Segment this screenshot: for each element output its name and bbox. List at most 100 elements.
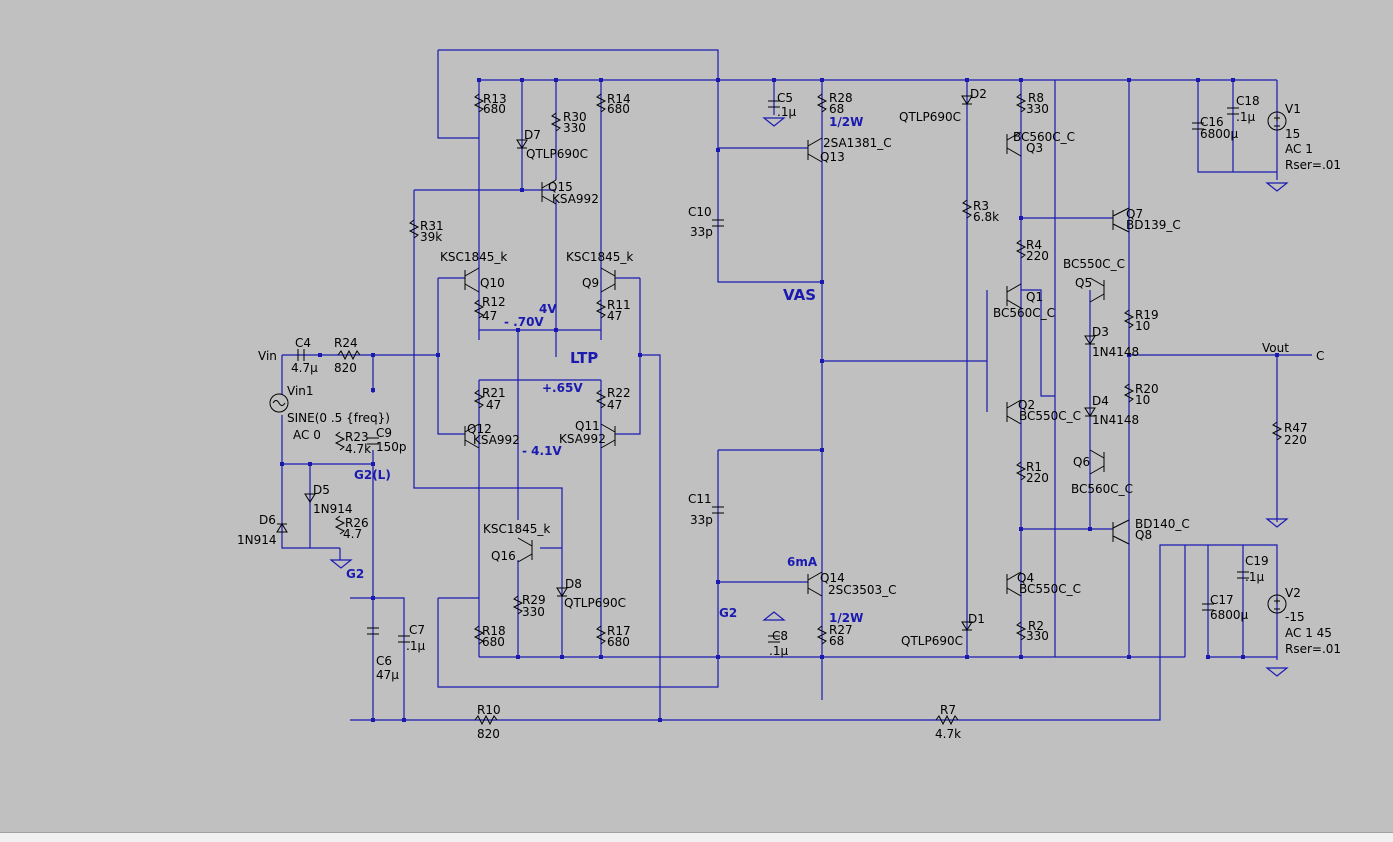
q2-ref: Q2 <box>1018 398 1035 412</box>
q14-value: 2SC3503_C <box>828 583 897 597</box>
q1-value: BC560C_C <box>993 306 1055 320</box>
r31-value: 39k <box>420 230 442 244</box>
q3-model: BC560C_C <box>1013 130 1075 144</box>
r3-ref: R3 <box>973 199 989 213</box>
v2-value: -15 <box>1285 610 1305 624</box>
net-g2-mid: G2 <box>719 606 737 620</box>
r14-value: 680 <box>607 102 630 116</box>
q7-ref: Q7 <box>1126 207 1143 221</box>
r17-ref: R17 <box>607 624 631 638</box>
d4-value: 1N4148 <box>1092 413 1139 427</box>
d6-value: 1N914 <box>237 533 277 547</box>
c7-ref: C7 <box>409 623 425 637</box>
current-6ma: 6mA <box>787 555 818 569</box>
q8-ref: Q8 <box>1135 528 1152 542</box>
c7-value: .1µ <box>406 639 425 653</box>
r1-ref: R1 <box>1026 460 1042 474</box>
c11-ref: C11 <box>688 492 712 506</box>
r23-value: 4.7k <box>345 442 371 456</box>
v1-ac: AC 1 <box>1285 142 1313 156</box>
r23-ref: R23 <box>345 430 369 444</box>
capacitor-symbols <box>297 100 1249 643</box>
d7-value: QTLP690C <box>526 147 588 161</box>
r19-value: 10 <box>1135 319 1150 333</box>
net-labels: Vin Vout C G2(L) G2 G2 <box>258 341 1324 620</box>
q12-value: KSA992 <box>473 433 520 447</box>
q5-ref: Q5 <box>1075 276 1092 290</box>
q6-value: BC560C_C <box>1071 482 1133 496</box>
power-half-w-bottom: 1/2W <box>829 611 863 625</box>
c6-value: 47µ <box>376 668 399 682</box>
d6-ref: D6 <box>259 513 276 527</box>
r18-value: 680 <box>482 635 505 649</box>
r29-value: 330 <box>522 605 545 619</box>
c9-ref: C9 <box>376 426 392 440</box>
r11-ref: R11 <box>607 298 631 312</box>
voltage-neg070: - .70V <box>504 315 544 329</box>
v2-ac: AC 1 45 <box>1285 626 1332 640</box>
c9-value: 150p <box>376 440 407 454</box>
vin1-ac: AC 0 <box>293 428 321 442</box>
d5-ref: D5 <box>313 483 330 497</box>
c16-ref: C16 <box>1200 115 1224 129</box>
r30-ref: R30 <box>563 110 587 124</box>
q4-ref: Q4 <box>1017 571 1034 585</box>
r2-ref: R2 <box>1028 619 1044 633</box>
r17-value: 680 <box>607 635 630 649</box>
r47-value: 220 <box>1284 433 1307 447</box>
q9-model: KSC1845_k <box>566 250 633 264</box>
r7-value: 4.7k <box>935 727 961 741</box>
c10-value: 33p <box>690 225 713 239</box>
r19-ref: R19 <box>1135 308 1159 322</box>
status-bar <box>0 832 1393 842</box>
wires <box>281 49 1312 721</box>
r10-value: 820 <box>477 727 500 741</box>
q16-model: KSC1845_k <box>483 522 550 536</box>
q10-model: KSC1845_k <box>440 250 507 264</box>
q14-ref: Q14 <box>820 571 845 585</box>
r13-value: 680 <box>483 102 506 116</box>
c5-value: .1µ <box>777 105 796 119</box>
v1-value: 15 <box>1285 127 1300 141</box>
q16-ref: Q16 <box>491 549 516 563</box>
ltp-label: LTP <box>570 349 598 367</box>
d4-ref: D4 <box>1092 394 1109 408</box>
net-c: C <box>1316 349 1324 363</box>
source-symbols <box>269 111 1287 614</box>
v2-rser: Rser=.01 <box>1285 642 1341 656</box>
r29-ref: R29 <box>522 593 546 607</box>
v1-ref: V1 <box>1285 102 1301 116</box>
r26-value: 4.7 <box>343 527 362 541</box>
ground-symbols <box>329 117 1289 677</box>
v2-ref: V2 <box>1285 586 1301 600</box>
d2-value: QTLP690C <box>899 110 961 124</box>
r20-value: 10 <box>1135 393 1150 407</box>
r22-ref: R22 <box>607 386 631 400</box>
net-g2l: G2(L) <box>354 468 391 482</box>
q12-ref: Q12 <box>467 422 492 436</box>
d1-value: QTLP690C <box>901 634 963 648</box>
q15-value: KSA992 <box>552 192 599 206</box>
c19-ref: C19 <box>1245 554 1269 568</box>
voltage-pos065: +.65V <box>542 381 583 395</box>
r14-ref: R14 <box>607 92 631 106</box>
q8-model: BD140_C <box>1135 517 1190 531</box>
diode-symbols <box>276 95 1096 631</box>
c6-ref: C6 <box>376 654 392 668</box>
q13-model: 2SA1381_C <box>823 136 892 150</box>
net-g2-left: G2 <box>346 567 364 581</box>
r7-ref: R7 <box>940 703 956 717</box>
vin1-value: SINE(0 .5 {freq}) <box>287 411 390 425</box>
r12-value: 47 <box>482 309 497 323</box>
q5-model: BC550C_C <box>1063 257 1125 271</box>
r21-ref: R21 <box>482 386 506 400</box>
d1-ref: D1 <box>968 612 985 626</box>
vin1-ref: Vin1 <box>287 384 314 398</box>
component-labels: R13 680 R14 680 R30 330 D7 QTLP690C Q15 … <box>237 87 1341 741</box>
c17-ref: C17 <box>1210 593 1234 607</box>
r47-ref: R47 <box>1284 421 1308 435</box>
c4-value: 4.7µ <box>291 361 318 375</box>
q3-ref: Q3 <box>1026 141 1043 155</box>
r11-value: 47 <box>607 309 622 323</box>
